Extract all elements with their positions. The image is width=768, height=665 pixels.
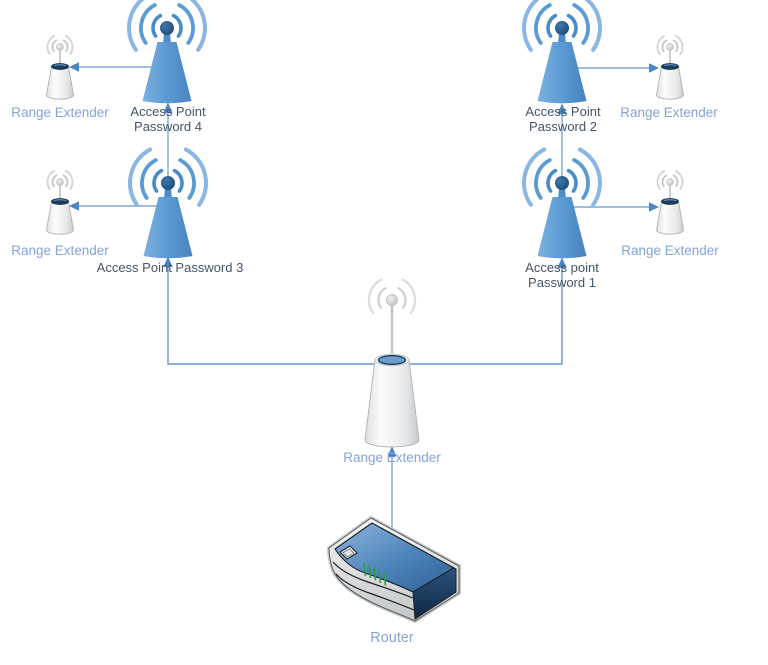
connector-router-to-center[interactable]	[387, 446, 397, 533]
access-point-2-label-line1: Access Point	[525, 104, 601, 119]
arrowhead	[69, 201, 79, 211]
arrowhead	[557, 257, 567, 268]
access-point-1-label: Access point Password 1	[525, 260, 599, 290]
range-extender-top-right-label: Range Extender	[620, 105, 718, 120]
access-point-4-icon[interactable]	[126, 0, 208, 106]
connector-ap4-to-extender[interactable]	[69, 62, 158, 72]
router-button-inner	[342, 548, 355, 558]
router-front-wave-2	[335, 573, 415, 611]
router-side-face	[412, 567, 457, 620]
access-point-1-label-line2: Password 1	[528, 275, 596, 290]
range-extender-center-label: Range Extender	[343, 450, 441, 465]
arrowhead	[557, 103, 567, 114]
range-extender-mid-left-icon[interactable]	[45, 170, 75, 236]
access-point-4-label: Access Point Password 4	[130, 104, 205, 134]
range-extender-top-left-icon[interactable]	[45, 35, 75, 101]
range-extender-top-left-label: Range Extender	[11, 105, 109, 120]
connector-ap2-to-extender[interactable]	[572, 63, 659, 73]
connector-center-to-ap1[interactable]	[410, 257, 567, 365]
arrowhead	[163, 256, 173, 267]
access-point-2-icon[interactable]	[521, 0, 603, 106]
router-icon[interactable]	[327, 516, 461, 623]
connector-center-to-ap4[interactable]	[163, 102, 374, 365]
range-extender-mid-right-label: Range Extender	[621, 243, 719, 258]
arrowhead	[69, 62, 79, 72]
router-led-lights	[363, 562, 387, 586]
access-point-2-label: Access Point Password 2	[525, 104, 600, 134]
arrowhead	[649, 63, 659, 73]
access-point-4-label-line2: Password 4	[134, 119, 202, 134]
access-point-2-label-line2: Password 2	[529, 119, 597, 134]
router-front-wave-1	[332, 561, 414, 599]
router-label: Router	[370, 630, 414, 646]
arrowhead	[163, 102, 173, 113]
range-extender-mid-left-label: Range Extender	[11, 243, 109, 258]
connector-center-to-ap3[interactable]	[163, 256, 374, 365]
access-point-4-label-line1: Access Point	[130, 104, 206, 119]
access-point-1-label-line1: Access point	[525, 260, 599, 275]
connector-ap1-to-extender[interactable]	[572, 202, 659, 212]
range-extender-top-right-icon[interactable]	[655, 35, 685, 101]
arrowhead	[649, 202, 659, 212]
access-point-3-label: Access Point Password 3	[96, 260, 244, 275]
range-extender-mid-right-icon[interactable]	[655, 170, 685, 236]
connector-ap3-to-extender[interactable]	[69, 201, 162, 211]
arrowhead	[387, 446, 397, 457]
